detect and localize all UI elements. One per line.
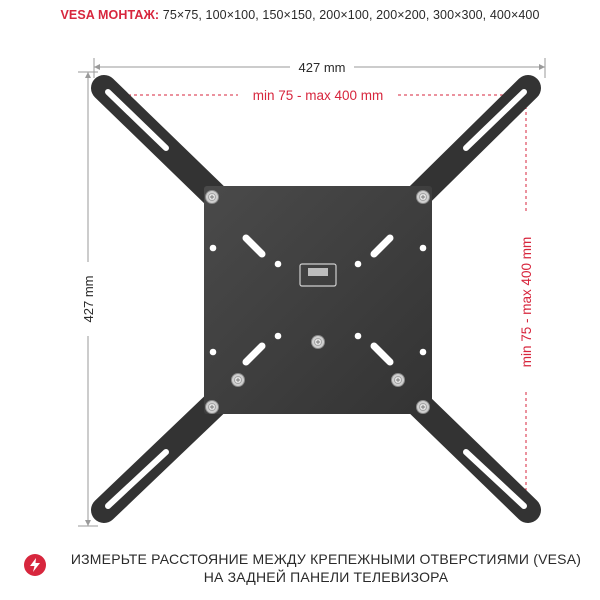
lightning-icon: [24, 554, 46, 576]
horizontal-vesa-range: min 75 - max 400 mm: [104, 88, 530, 103]
vesa-sizes-line: VESA МОНТАЖ: 75×75, 100×100, 150×150, 20…: [0, 8, 600, 22]
vertical-range-label: min 75 - max 400 mm: [519, 237, 534, 368]
screw-bottom-right: [416, 400, 430, 414]
width-dimension: 427 mm: [93, 58, 546, 78]
footer-note: ИЗМЕРЬТЕ РАССТОЯНИЕ МЕЖДУ КРЕПЕЖНЫМИ ОТВ…: [0, 548, 600, 596]
footer-line-1: ИЗМЕРЬТЕ РАССТОЯНИЕ МЕЖДУ КРЕПЕЖНЫМИ ОТВ…: [70, 551, 582, 567]
vesa-size-list: 75×75, 100×100, 150×150, 200×100, 200×20…: [162, 8, 540, 22]
mount-plate: [204, 186, 432, 414]
height-label: 427 mm: [81, 276, 96, 323]
width-label: 427 mm: [299, 60, 346, 75]
vesa-label: VESA МОНТАЖ:: [60, 8, 160, 22]
vertical-vesa-range: min 75 - max 400 mm: [519, 100, 534, 508]
footer-text: ИЗМЕРЬТЕ РАССТОЯНИЕ МЕЖДУ КРЕПЕЖНЫМИ ОТВ…: [56, 550, 596, 586]
height-dimension: 427 mm: [78, 71, 98, 527]
screw-top-right: [416, 190, 430, 204]
screw-top-left: [205, 190, 219, 204]
screw-bottom-left: [205, 400, 219, 414]
footer-line-2: НА ЗАДНЕЙ ПАНЕЛИ ТЕЛЕВИЗОРА: [203, 569, 449, 585]
horizontal-range-label: min 75 - max 400 mm: [253, 88, 384, 103]
